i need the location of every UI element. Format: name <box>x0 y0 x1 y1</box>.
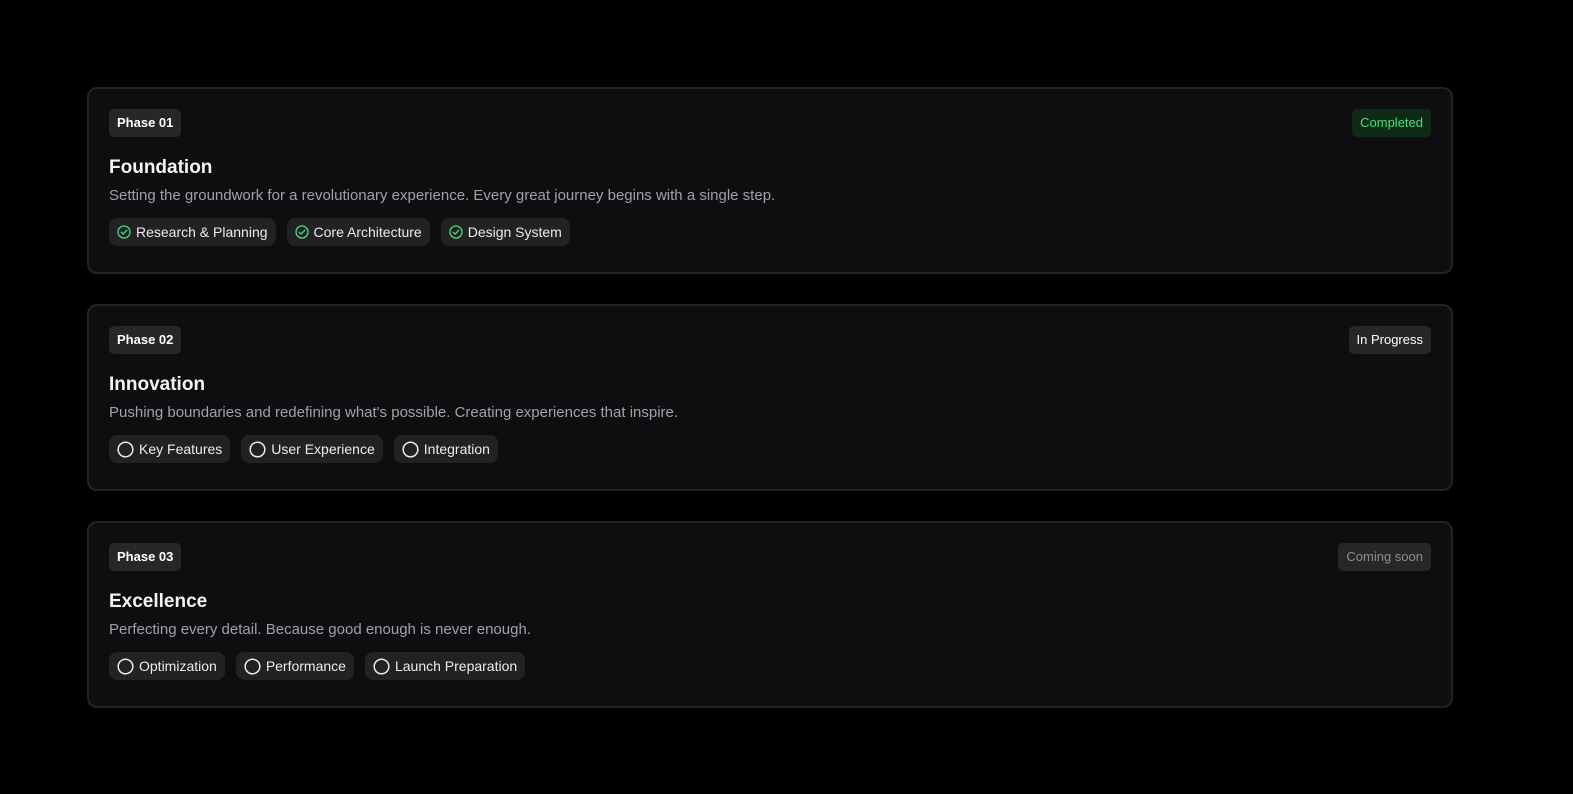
empty-circle-icon <box>117 440 134 458</box>
status-badge: Completed <box>1352 109 1431 137</box>
milestone-label: Launch Preparation <box>394 658 518 674</box>
milestone-label: Core Architecture <box>313 224 422 240</box>
status-badge: Coming soon <box>1338 543 1431 571</box>
milestone-chip: Core Architecture <box>286 218 430 246</box>
phase-badge: Phase 01 <box>109 109 182 137</box>
phase-title: Innovation <box>109 374 206 395</box>
milestone-chip: User Experience <box>241 435 383 463</box>
phase-title: Foundation <box>109 157 213 178</box>
empty-circle-icon <box>249 440 266 458</box>
empty-circle-icon <box>117 657 134 675</box>
phase-card-foundation: Phase 01 Completed Foundation Setting th… <box>87 87 1453 274</box>
phase-badge: Phase 03 <box>109 543 182 571</box>
milestone-label: Optimization <box>139 658 217 674</box>
roadmap: Phase 01 Completed Foundation Setting th… <box>87 87 1453 738</box>
check-circle-icon <box>117 225 131 239</box>
phase-description: Perfecting every detail. Because good en… <box>109 621 531 638</box>
phase-description: Pushing boundaries and redefining what's… <box>109 404 679 421</box>
milestone-chip: Design System <box>440 218 570 246</box>
phase-title: Excellence <box>109 591 208 612</box>
milestone-list: Optimization Performance Launch Preparat… <box>109 652 1431 680</box>
milestone-chip: Performance <box>235 652 354 680</box>
empty-circle-icon <box>244 657 261 675</box>
milestone-label: User Experience <box>271 441 375 457</box>
check-circle-icon <box>449 225 463 239</box>
phase-card-excellence: Phase 03 Coming soon Excellence Perfecti… <box>87 521 1453 708</box>
milestone-chip: Key Features <box>109 435 231 463</box>
milestone-label: Performance <box>265 658 346 674</box>
milestone-chip: Optimization <box>109 652 225 680</box>
phase-card-innovation: Phase 02 In Progress Innovation Pushing … <box>87 304 1453 491</box>
phase-badge: Phase 02 <box>109 326 182 354</box>
milestone-chip: Launch Preparation <box>364 652 526 680</box>
milestone-chip: Research & Planning <box>109 218 276 246</box>
milestone-label: Design System <box>467 224 562 240</box>
check-circle-icon <box>294 225 309 239</box>
milestone-label: Integration <box>423 441 490 457</box>
milestone-list: Research & Planning Core Architecture De… <box>109 218 1431 246</box>
empty-circle-icon <box>402 440 419 458</box>
empty-circle-icon <box>373 657 390 675</box>
status-badge: In Progress <box>1348 326 1431 354</box>
milestone-label: Key Features <box>139 441 223 457</box>
milestone-chip: Integration <box>393 435 498 463</box>
phase-description: Setting the groundwork for a revolutiona… <box>109 187 776 204</box>
milestone-label: Research & Planning <box>136 224 268 240</box>
milestone-list: Key Features User Experience Integration <box>109 435 1431 463</box>
